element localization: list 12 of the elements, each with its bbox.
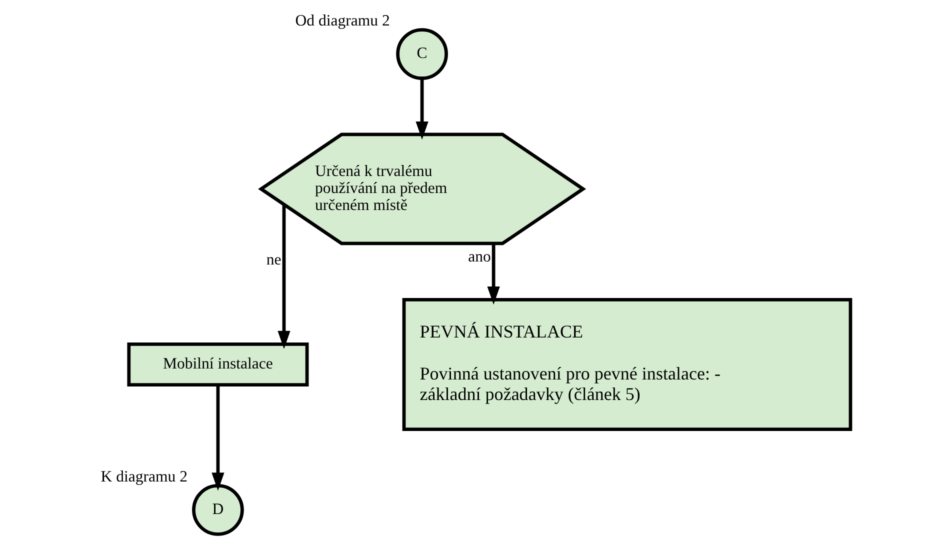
node-label: Od diagramu 2	[295, 12, 390, 30]
node-box: Mobilní instalace	[127, 342, 309, 386]
arrow	[416, 78, 428, 140]
arrow	[212, 385, 224, 491]
node-label: K diagramu 2	[100, 468, 188, 486]
node-box: PEVNÁ INSTALACE Povinná ustanovení pro pevné instalace: - základní požadavky (článek 5)	[402, 298, 852, 431]
arrow	[278, 204, 290, 349]
edge-label: ne	[266, 251, 282, 268]
arrow	[487, 244, 500, 305]
node-circle: D	[192, 484, 244, 536]
edge-label: ano	[468, 248, 491, 266]
node-circle: C	[396, 28, 448, 80]
